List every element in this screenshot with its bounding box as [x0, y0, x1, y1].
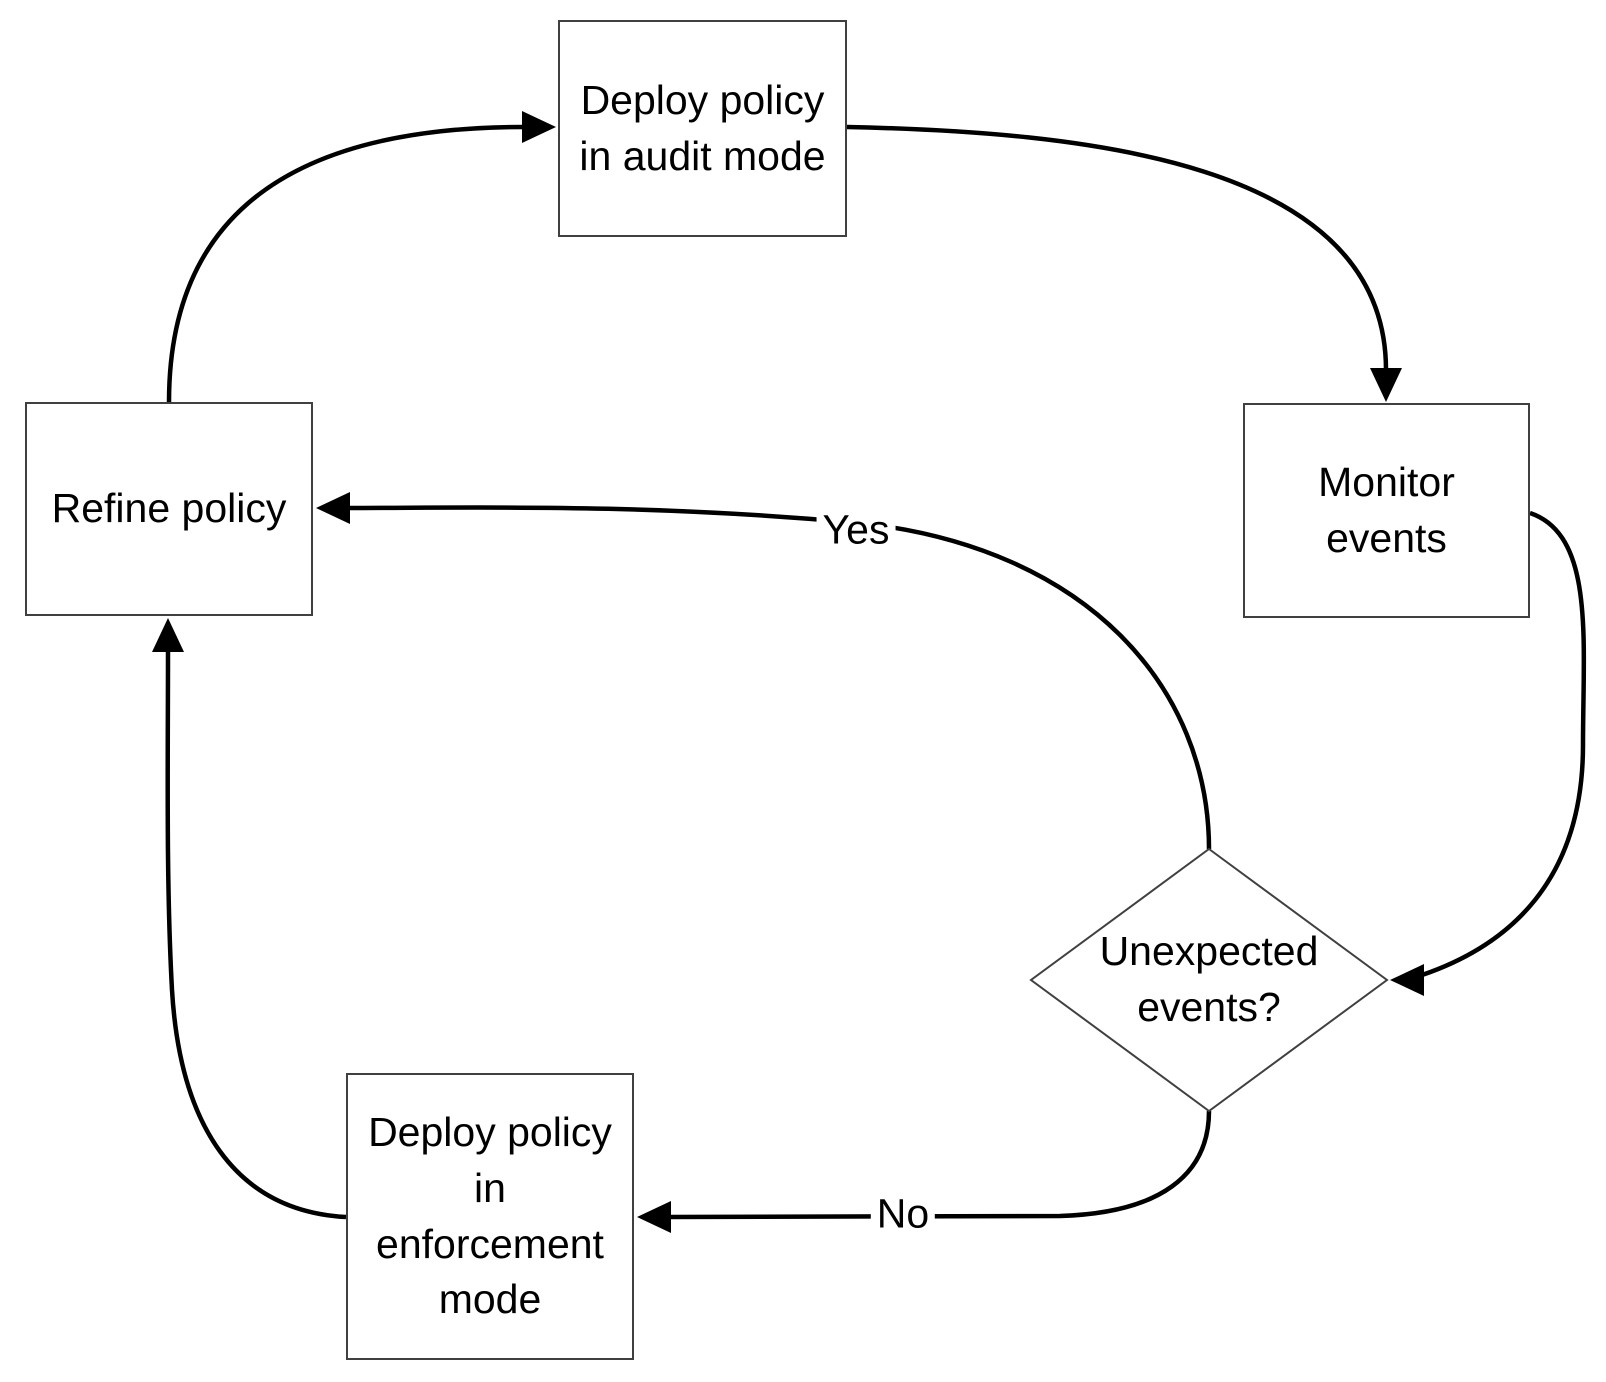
edge-unexpected-to-refine: [348, 505, 1212, 850]
node-refine-policy: Refine policy: [25, 402, 313, 616]
edge-label-no: No: [870, 1191, 936, 1237]
edge-audit-to-monitor: [846, 124, 1389, 371]
arrowhead-into-audit: [522, 111, 556, 143]
node-deploy-enforcement-label: Deploy policy in enforcement mode: [368, 1109, 612, 1323]
node-deploy-audit: Deploy policy in audit mode: [558, 20, 847, 237]
arrowhead-into-monitor: [1370, 368, 1402, 402]
node-unexpected-shape: [1029, 847, 1389, 1113]
arrowhead-into-enforce: [637, 1201, 671, 1233]
node-deploy-audit-label: Deploy policy in audit mode: [579, 76, 826, 179]
node-refine-policy-label: Refine policy: [51, 485, 287, 532]
edge-enforce-to-refine: [165, 650, 347, 1220]
edge-label-yes: Yes: [816, 507, 896, 553]
node-monitor-events-label: Monitor events: [1318, 458, 1455, 561]
arrowhead-into-unexpected: [1390, 964, 1424, 996]
edge-monitor-to-unexpected: [1421, 510, 1587, 978]
node-monitor-events: Monitor events: [1243, 403, 1530, 618]
edge-refine-to-audit: [166, 124, 525, 403]
edge-unexpected-to-enforce: [666, 1110, 1212, 1220]
node-deploy-enforcement: Deploy policy in enforcement mode: [346, 1073, 634, 1360]
arrowhead-into-refine-bottom: [152, 618, 184, 652]
node-unexpected-events-label: Unexpected events?: [1099, 928, 1319, 1030]
arrowhead-into-refine-right: [316, 492, 350, 524]
node-unexpected-events: Unexpected events?: [1059, 900, 1359, 1060]
